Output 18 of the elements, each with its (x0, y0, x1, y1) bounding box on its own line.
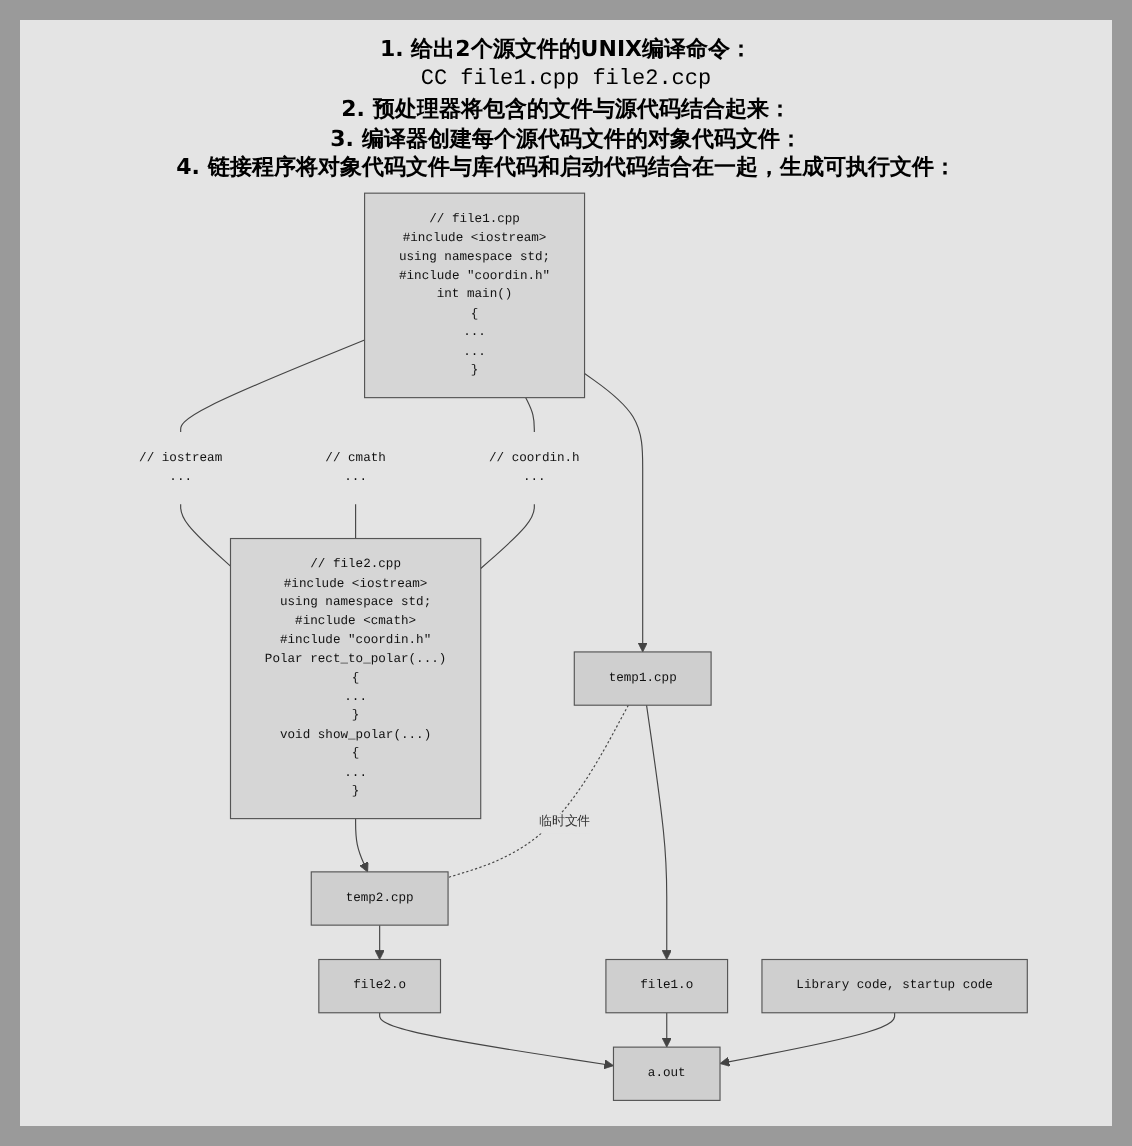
arrow (379, 1012, 614, 1070)
connector (447, 705, 629, 879)
connector (480, 504, 535, 570)
step-note: 1. 给出2个源文件的UNIX编译命令： (377, 36, 755, 66)
step-note: 2. 预处理器将包含的文件与源代码结合起来： (339, 95, 793, 126)
connector (525, 397, 535, 433)
arrow (584, 373, 648, 653)
connector (355, 504, 357, 540)
arrow (661, 1012, 672, 1049)
arrow (719, 1012, 896, 1068)
connector (180, 339, 366, 433)
step-note: 3. 编译器创建每个源代码文件的对象代码文件： (328, 125, 804, 155)
command-line: CC file1.cpp file2.ccp (418, 65, 714, 96)
step-note: 4. 链接程序将对象代码文件与库代码和启动代码结合在一起，生成可执行文件： (174, 154, 958, 185)
arrow (645, 705, 672, 961)
connector (180, 504, 232, 568)
arrow (374, 925, 385, 961)
arrow (355, 818, 369, 873)
